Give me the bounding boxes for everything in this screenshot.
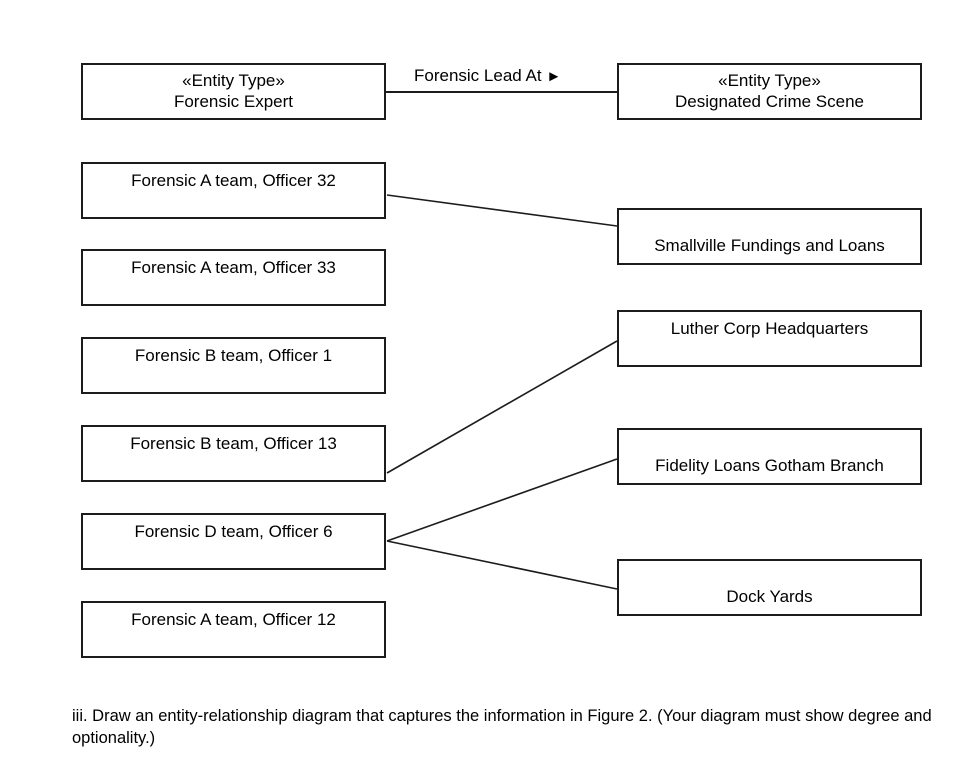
entity-name-designated-crime-scene: Designated Crime Scene xyxy=(675,91,864,111)
connector-officer32-smallville xyxy=(386,194,618,227)
instance-box-officer-12[interactable]: Forensic A team, Officer 12 xyxy=(81,601,386,658)
stereotype-forensic-expert: «Entity Type» xyxy=(182,71,285,91)
entity-box-designated-crime-scene[interactable]: «Entity Type» Designated Crime Scene xyxy=(617,63,922,120)
relationship-label-forensic-lead-at: Forensic Lead At ► xyxy=(411,66,565,86)
instance-box-smallville-fundings-and-loans[interactable]: Smallville Fundings and Loans xyxy=(617,208,922,265)
instance-box-officer-6[interactable]: Forensic D team, Officer 6 xyxy=(81,513,386,570)
entity-label-designated-crime-scene: «Entity Type» Designated Crime Scene xyxy=(675,71,864,111)
instance-label-officer-6: Forensic D team, Officer 6 xyxy=(134,522,333,541)
instance-box-luther-corp-headquarters[interactable]: Luther Corp Headquarters xyxy=(617,310,922,367)
connector-officer6-fidelity xyxy=(386,458,618,542)
figure-caption: iii. Draw an entity-relationship diagram… xyxy=(72,707,932,747)
entity-box-forensic-expert[interactable]: «Entity Type» Forensic Expert xyxy=(81,63,386,120)
instance-box-dock-yards[interactable]: Dock Yards xyxy=(617,559,922,616)
instance-box-officer-13[interactable]: Forensic B team, Officer 13 xyxy=(81,425,386,482)
instance-label-dock-yards: Dock Yards xyxy=(726,586,813,606)
arrow-right-icon: ► xyxy=(546,68,562,85)
instance-label-officer-12: Forensic A team, Officer 12 xyxy=(131,610,336,629)
connector-officer13-luthercorp xyxy=(386,340,618,474)
instance-label-luther-corp-headquarters: Luther Corp Headquarters xyxy=(670,319,869,338)
instance-label-smallville-fundings-and-loans: Smallville Fundings and Loans xyxy=(654,235,885,255)
connector-officer6-dockyards xyxy=(386,540,618,590)
instance-box-officer-32[interactable]: Forensic A team, Officer 32 xyxy=(81,162,386,219)
instance-label-officer-33: Forensic A team, Officer 33 xyxy=(131,258,336,277)
relationship-label-text: Forensic Lead At xyxy=(414,66,542,85)
instance-box-fidelity-loans-gotham-branch[interactable]: Fidelity Loans Gotham Branch xyxy=(617,428,922,485)
instance-label-officer-32: Forensic A team, Officer 32 xyxy=(131,171,336,190)
stereotype-designated-crime-scene: «Entity Type» xyxy=(718,71,821,91)
instance-box-officer-33[interactable]: Forensic A team, Officer 33 xyxy=(81,249,386,306)
instance-label-fidelity-loans-gotham-branch: Fidelity Loans Gotham Branch xyxy=(655,455,884,475)
entity-name-forensic-expert: Forensic Expert xyxy=(173,91,294,111)
instance-box-officer-1[interactable]: Forensic B team, Officer 1 xyxy=(81,337,386,394)
instance-label-officer-13: Forensic B team, Officer 13 xyxy=(130,434,337,453)
figure-diagram: «Entity Type» Forensic Expert «Entity Ty… xyxy=(81,63,922,658)
entity-label-forensic-expert: «Entity Type» Forensic Expert xyxy=(174,71,293,111)
instance-label-officer-1: Forensic B team, Officer 1 xyxy=(134,346,333,365)
